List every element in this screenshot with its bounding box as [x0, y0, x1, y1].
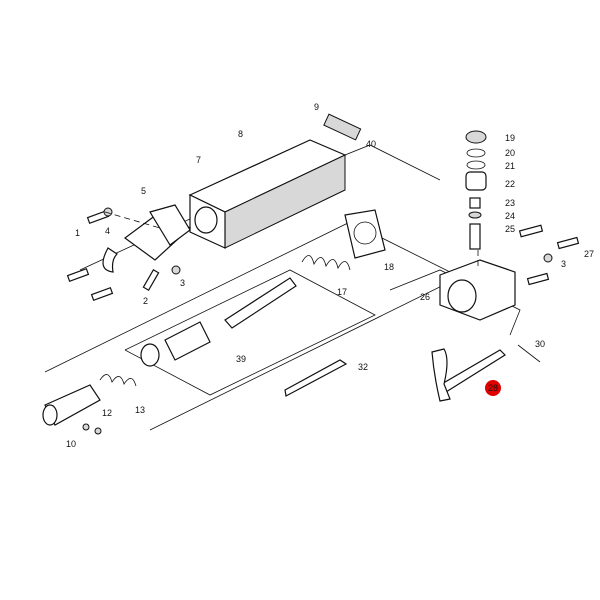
gasket: [344, 209, 386, 259]
endplate: [102, 204, 192, 273]
part-callout-10: 10: [66, 439, 76, 449]
part-callout-19: 19: [505, 133, 515, 143]
part-callout-30: 30: [535, 339, 545, 349]
part-callout-2: 2: [143, 296, 148, 306]
motor-housing: [188, 139, 347, 249]
part-callout-23: 23: [505, 198, 515, 208]
part-callout-26: 26: [420, 292, 430, 302]
part-callout-27: 27: [584, 249, 594, 259]
rotor-assembly: [140, 277, 297, 367]
part-callout-4: 4: [105, 226, 110, 236]
part-callout-20: 20: [505, 148, 515, 158]
part-callout-22: 22: [505, 179, 515, 189]
part-callout-40: 40: [366, 139, 376, 149]
part-callout-17: 17: [337, 287, 347, 297]
part-callout-13: 13: [135, 405, 145, 415]
part-callout-3: 3: [180, 278, 185, 288]
screws: [66, 207, 580, 302]
assembly-frame-39: [124, 269, 376, 396]
part-callout-1: 1: [75, 228, 80, 238]
part-callout-12: 12: [102, 408, 112, 418]
nozzle-parts: [42, 374, 137, 435]
part-callout-39: 39: [236, 354, 246, 364]
part-callout-7: 7: [196, 155, 201, 165]
valve-stack: [465, 130, 487, 250]
part-callout-25: 25: [505, 224, 515, 234]
part-callout-3: 3: [561, 259, 566, 269]
part-callout-18: 18: [384, 262, 394, 272]
part-callout-21: 21: [505, 161, 515, 171]
part-32: [284, 359, 348, 397]
part-callout-8: 8: [238, 129, 243, 139]
throttle-lever: [431, 344, 541, 402]
part-callout-5: 5: [141, 186, 146, 196]
spring-17: [301, 255, 351, 271]
valve-body: [439, 259, 516, 321]
part-callout-highlighted: 28: [488, 383, 498, 393]
assembly-frame-upper: [44, 221, 461, 431]
part-callout-24: 24: [505, 211, 515, 221]
part-9: [323, 113, 362, 141]
part-callout-9: 9: [314, 102, 319, 112]
part-callout-32: 32: [358, 362, 368, 372]
highlight-marker: [485, 380, 501, 396]
